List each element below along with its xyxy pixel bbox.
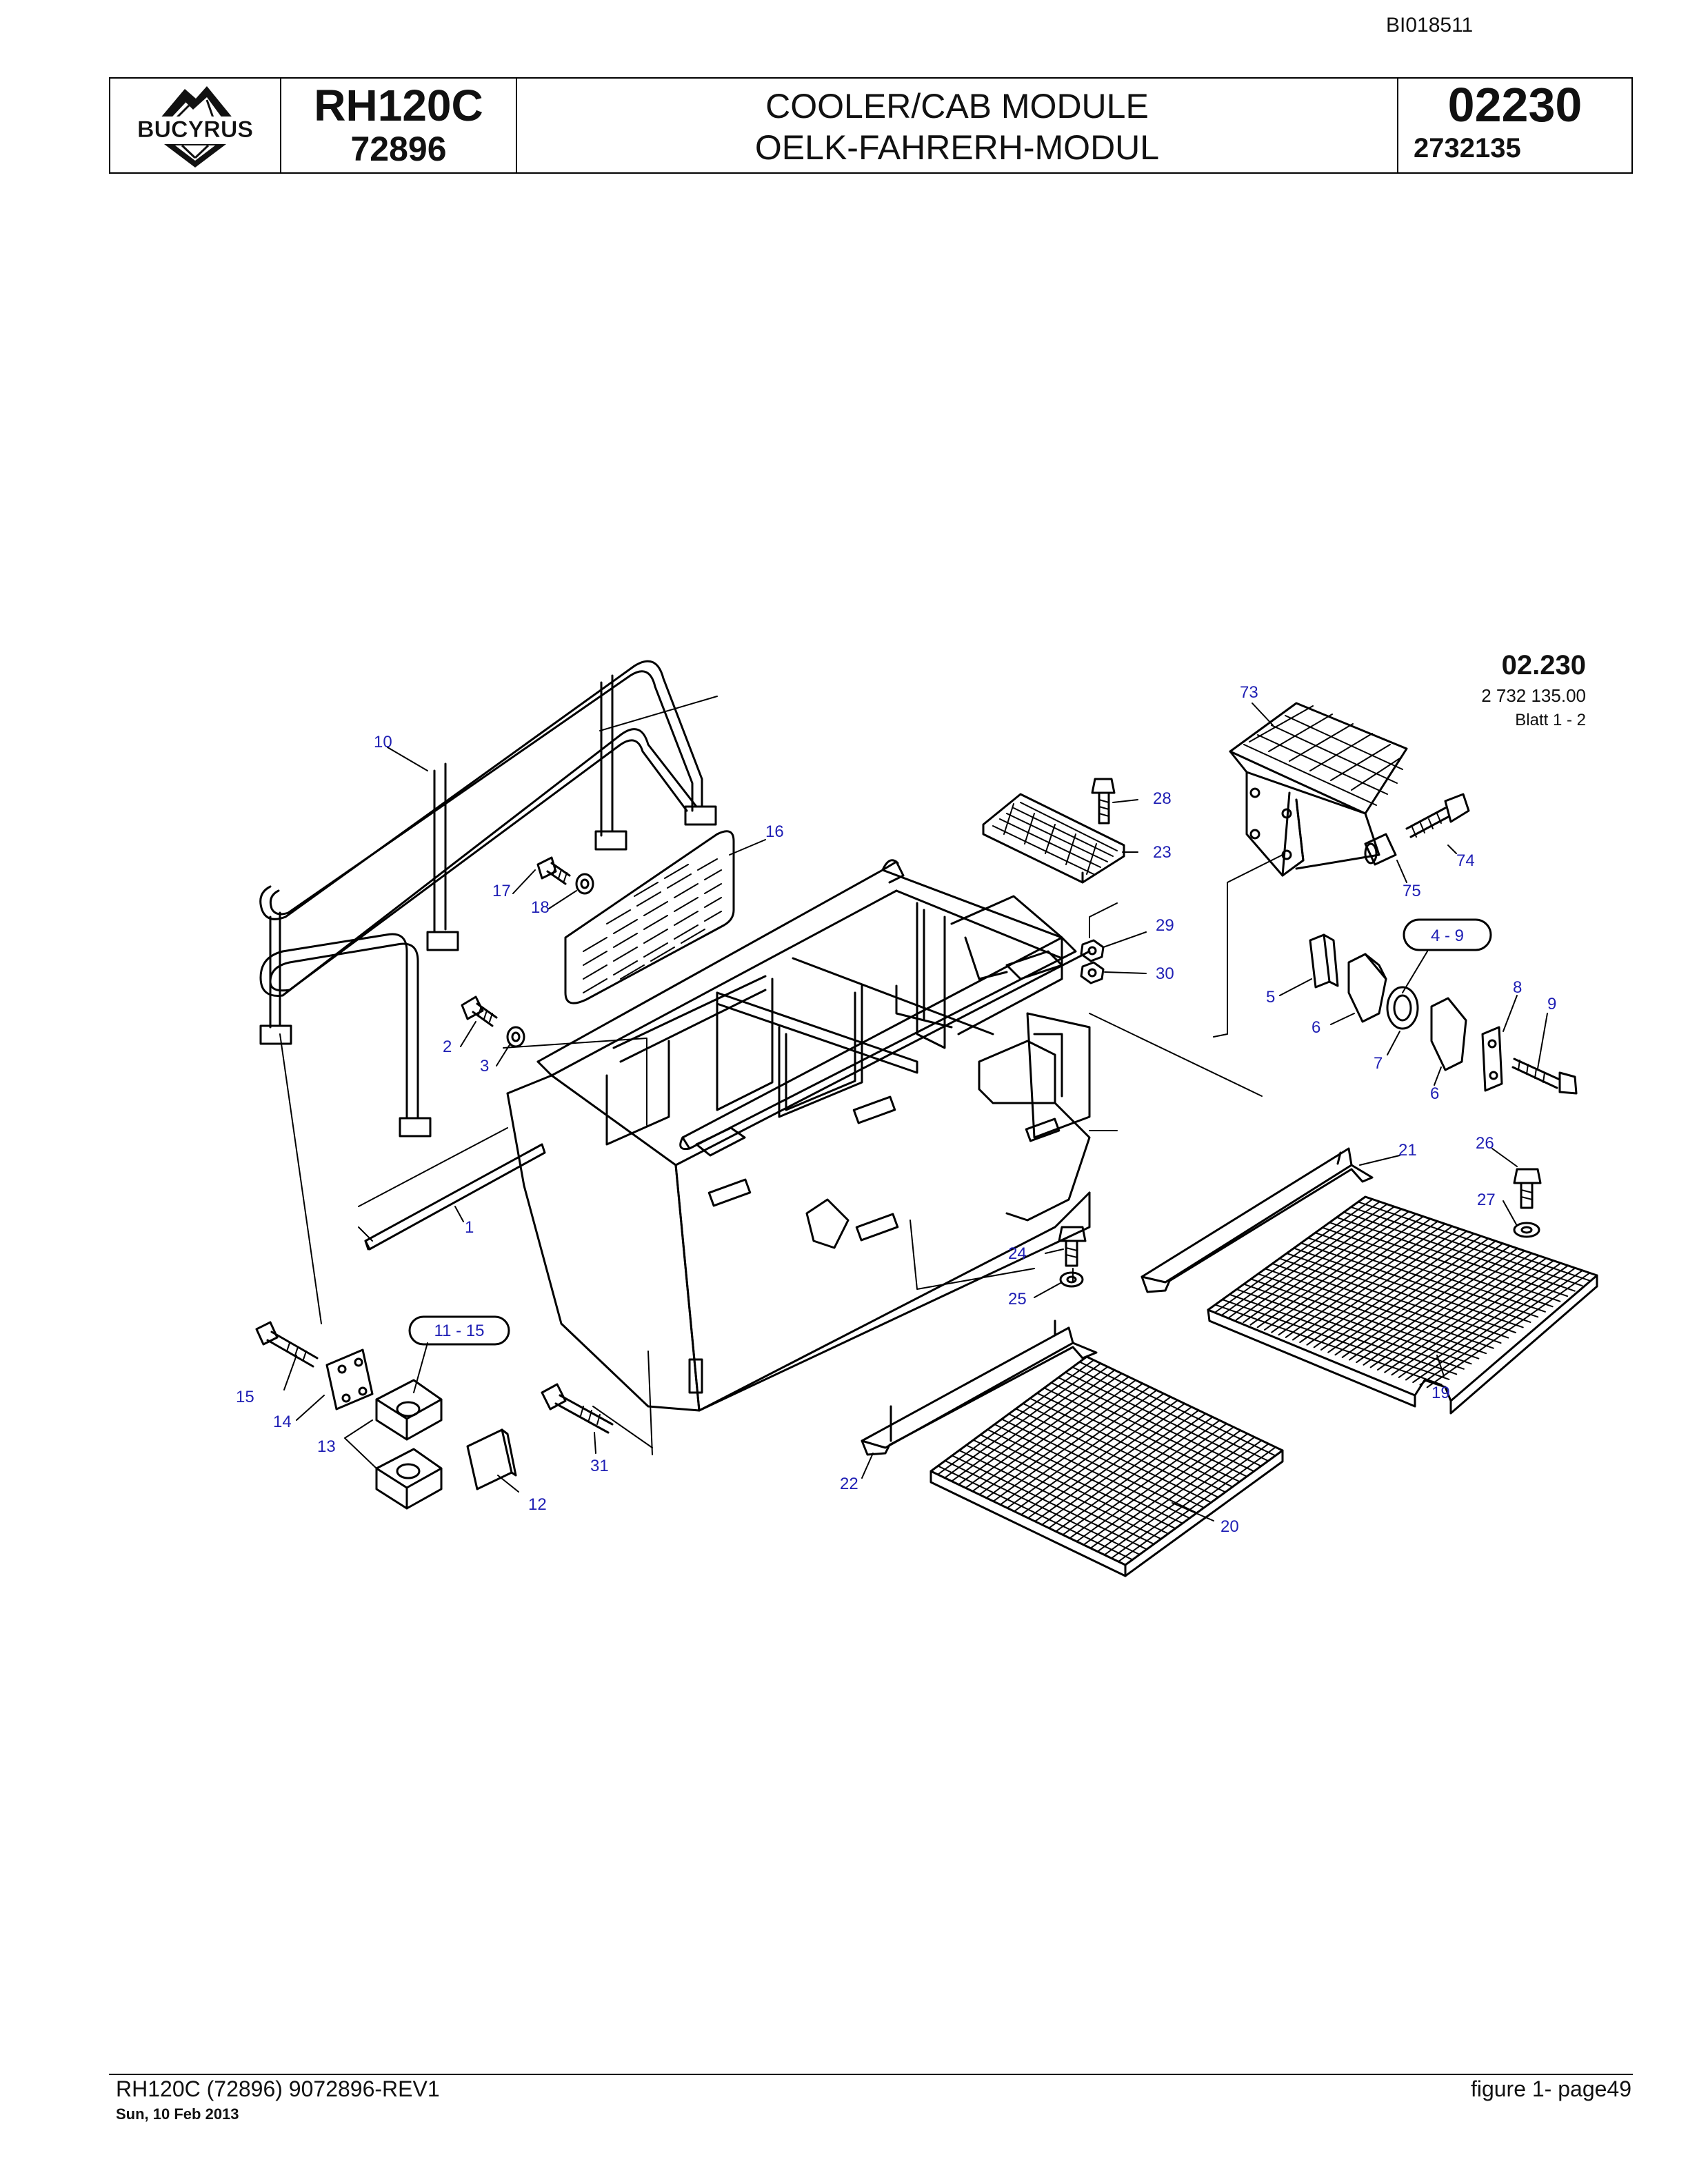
callout-14: 14 <box>273 1413 292 1431</box>
clamp-part-13-upper <box>375 1379 443 1441</box>
perforated-plate-part-16 <box>564 830 735 1004</box>
washer-part-3 <box>506 1026 525 1048</box>
callout-31: 31 <box>590 1457 609 1475</box>
document-id: BI018511 <box>1386 14 1474 37</box>
sheet-number: Blatt 1 - 2 <box>1515 711 1586 729</box>
callout-26: 26 <box>1476 1134 1494 1153</box>
washer-part-18 <box>575 873 594 895</box>
callout-17: 17 <box>492 882 511 900</box>
handrail-part-10 <box>259 660 717 1138</box>
callout-5: 5 <box>1266 988 1275 1007</box>
drawing-number: 2 732 135.00 <box>1481 685 1586 706</box>
bolt-part-2 <box>461 995 498 1027</box>
model-cell: RH120C 72896 <box>281 79 517 172</box>
callout-16: 16 <box>765 822 784 841</box>
callout-24: 24 <box>1008 1244 1027 1263</box>
title-german: OELK-FAHRERH-MODUL <box>754 128 1160 167</box>
logo-cell: BUCYRUS <box>110 79 281 172</box>
cooler-cab-frame <box>506 859 1091 1412</box>
bolt-part-15 <box>255 1321 319 1368</box>
angle-bar-part-22 <box>861 1320 1098 1456</box>
bucyrus-logo: BUCYRUS <box>123 86 268 168</box>
step-part-23 <box>982 793 1125 884</box>
callout-7: 7 <box>1374 1054 1383 1073</box>
callout-13: 13 <box>317 1437 336 1456</box>
bushing-part-7 <box>1386 986 1419 1030</box>
callout-22: 22 <box>840 1475 858 1493</box>
bolt-part-74 <box>1405 793 1470 838</box>
logo-text: BUCYRUS <box>137 117 253 143</box>
plate-part-14 <box>325 1348 374 1410</box>
footer-divider <box>109 2074 1633 2075</box>
callout-28: 28 <box>1153 789 1172 808</box>
callout-4-9: 4 - 9 <box>1431 927 1464 945</box>
footer-page: figure 1- page49 <box>1470 2076 1631 2101</box>
part-number: 2732135 <box>1414 133 1521 163</box>
callout-1: 1 <box>465 1218 474 1237</box>
callout-9: 9 <box>1547 995 1556 1013</box>
angle-bar-part-21 <box>1141 1147 1374 1293</box>
washer-part-25 <box>1059 1271 1084 1288</box>
clamp-half-part-6-lower <box>1430 997 1467 1071</box>
grating-part-20 <box>930 1355 1284 1577</box>
strip-part-1 <box>364 1143 546 1251</box>
serial-number: 72896 <box>350 130 447 168</box>
callout-21: 21 <box>1398 1141 1417 1160</box>
callout-25: 25 <box>1008 1290 1027 1308</box>
spacer-part-75 <box>1364 833 1397 866</box>
callout-6-upper: 6 <box>1312 1018 1320 1037</box>
footer-reference: RH120C (72896) 9072896-REV1 <box>116 2076 440 2101</box>
callout-27: 27 <box>1477 1191 1496 1209</box>
pad-part-12 <box>466 1428 517 1490</box>
bolt-part-28 <box>1091 778 1116 825</box>
title-block: BUCYRUS RH120C 72896 COOLER/CAB MODULE O… <box>109 77 1633 174</box>
number-cell: 02230 2732135 <box>1398 79 1631 172</box>
nut-part-30 <box>1080 961 1105 984</box>
callout-10: 10 <box>374 733 392 751</box>
box-part-73 <box>1229 702 1408 877</box>
callout-8: 8 <box>1513 978 1522 997</box>
callout-11-15: 11 - 15 <box>434 1322 485 1340</box>
callout-6-lower: 6 <box>1430 1084 1439 1103</box>
group-number: 02230 <box>1447 78 1582 132</box>
title-cell: COOLER/CAB MODULE OELK-FAHRERH-MODUL <box>517 79 1398 172</box>
bolt-part-17 <box>536 856 571 885</box>
callout-2: 2 <box>443 1038 452 1056</box>
footer-date: Sun, 10 Feb 2013 <box>116 2105 239 2123</box>
bolt-part-9 <box>1511 1058 1578 1095</box>
callout-20: 20 <box>1220 1517 1239 1536</box>
callout-19: 19 <box>1431 1384 1450 1402</box>
callout-15: 15 <box>236 1388 254 1406</box>
clamp-half-part-6-upper <box>1347 953 1387 1023</box>
bolt-part-24 <box>1058 1226 1087 1267</box>
title-english: COOLER/CAB MODULE <box>765 87 1149 125</box>
callout-75: 75 <box>1403 882 1421 900</box>
callout-30: 30 <box>1156 964 1174 983</box>
drawing-group-code: 02.230 <box>1502 650 1586 680</box>
grating-part-19 <box>1207 1195 1598 1415</box>
pad-part-5 <box>1309 933 1339 989</box>
callout-29: 29 <box>1156 916 1174 935</box>
clamp-part-13-lower <box>375 1448 443 1510</box>
washer-part-27 <box>1513 1222 1540 1238</box>
bolt-part-31 <box>541 1383 614 1434</box>
bolt-part-26 <box>1513 1168 1542 1209</box>
callout-73: 73 <box>1240 683 1258 702</box>
nut-part-29 <box>1080 939 1105 962</box>
callout-74: 74 <box>1456 851 1475 870</box>
plate-part-8 <box>1481 1026 1503 1092</box>
callout-23: 23 <box>1153 843 1172 862</box>
callout-18: 18 <box>531 898 550 917</box>
callout-12: 12 <box>528 1495 547 1514</box>
model-name: RH120C <box>314 81 483 130</box>
callout-3: 3 <box>480 1057 489 1075</box>
